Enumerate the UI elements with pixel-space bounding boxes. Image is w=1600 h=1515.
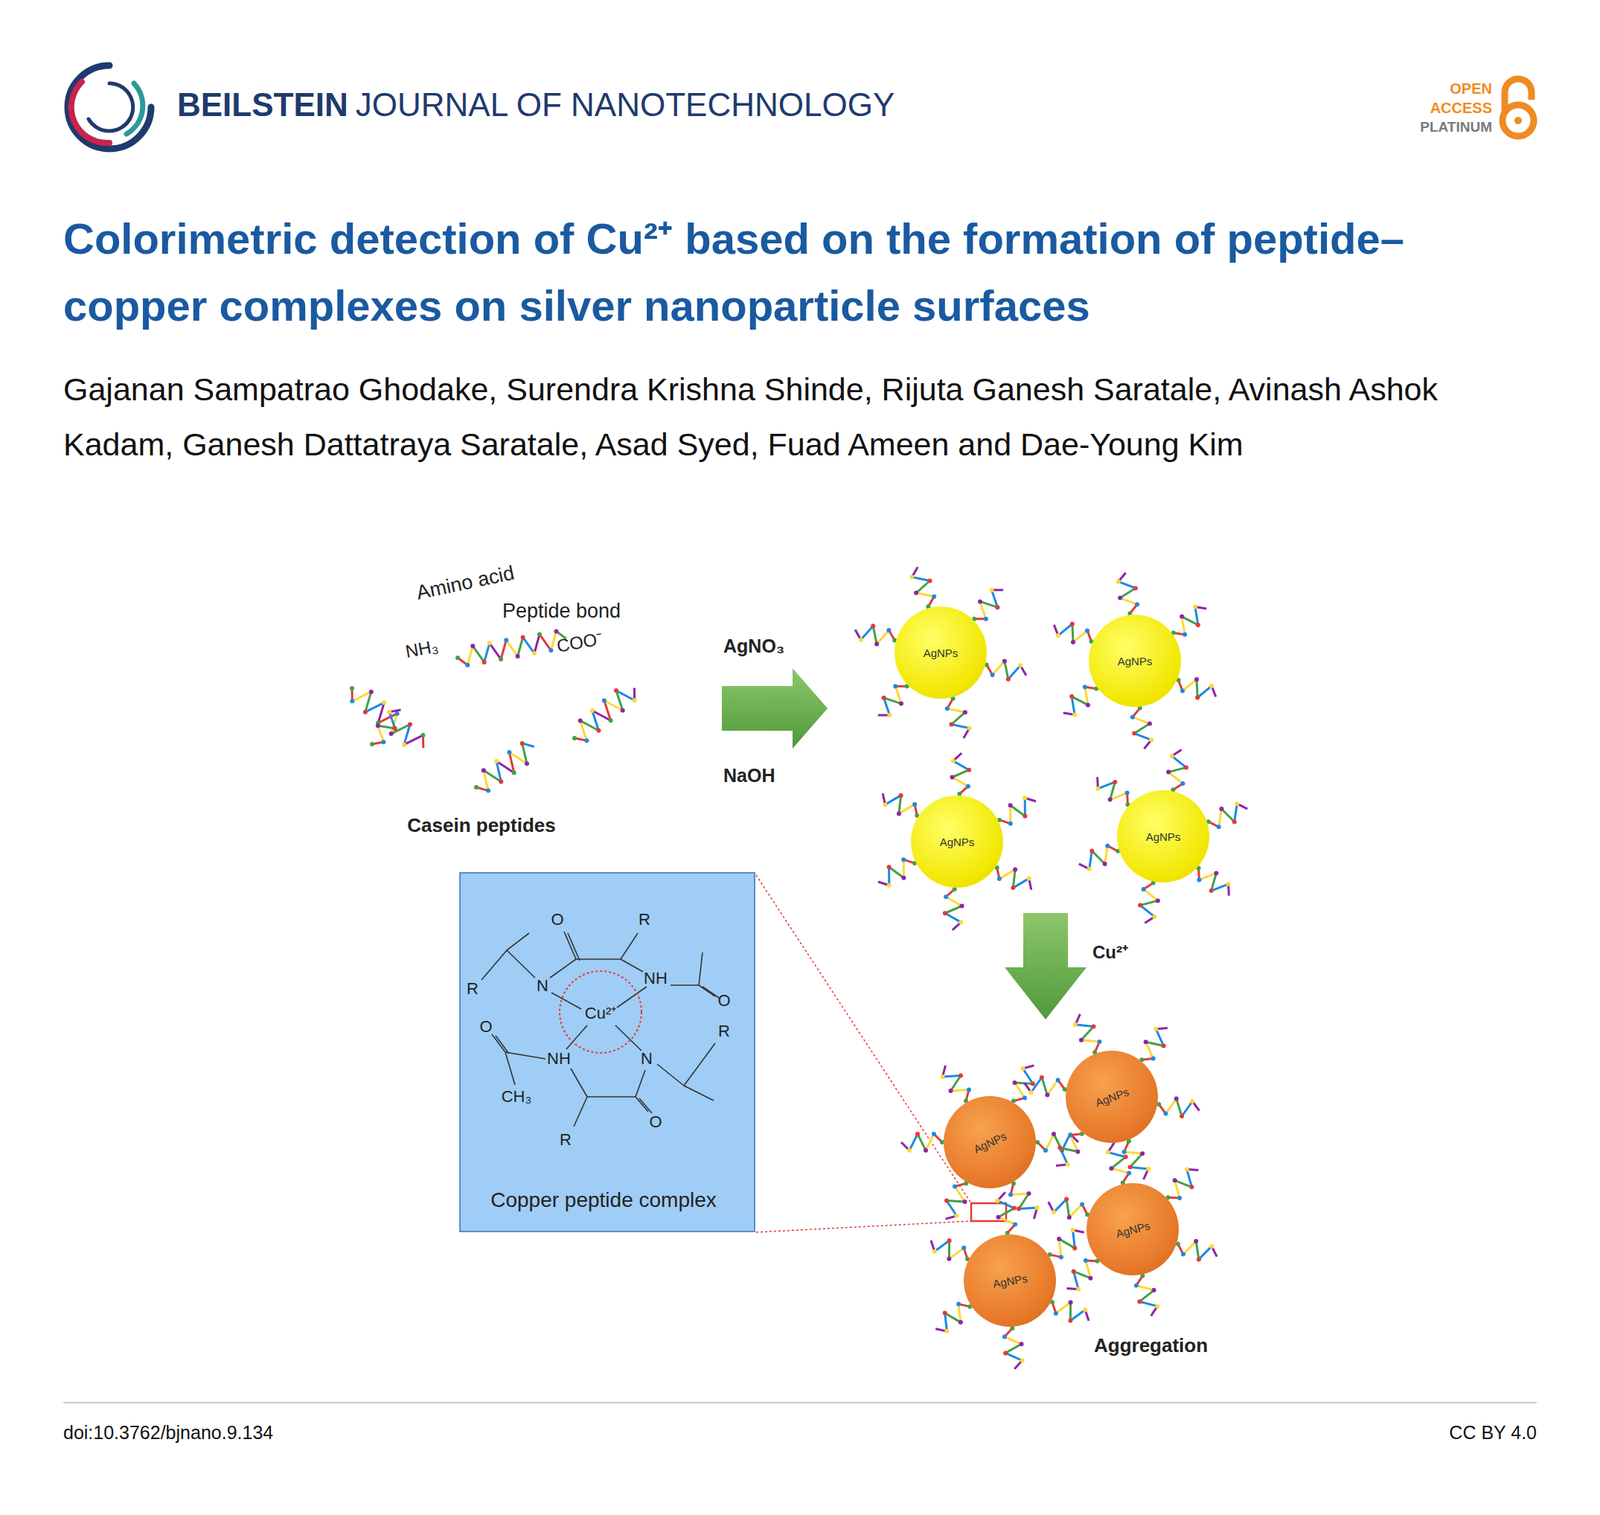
- detail-box: Copper peptide complexORRNNHOCu²⁺ORNHNCH…: [459, 872, 756, 1233]
- nanoparticle-circle: AgNPs: [1065, 1050, 1158, 1144]
- chem-atom: R: [559, 1130, 572, 1150]
- chem-atom: R: [466, 979, 479, 999]
- label: Aggregation: [1093, 1334, 1208, 1358]
- nanoparticle-circle: AgNPs: [1086, 1183, 1179, 1276]
- node-label: AgNPs: [1117, 654, 1153, 668]
- footer-rule: [63, 1402, 1537, 1404]
- nanoparticle-circle: AgNPs: [963, 1234, 1056, 1327]
- label: Casein peptides: [407, 814, 556, 838]
- nanoparticle-circle: AgNPs: [943, 1096, 1036, 1189]
- zoom-leader: [756, 875, 972, 1233]
- label: Gajanan Sampatrao Ghodake, Surendra Kris…: [63, 361, 1545, 472]
- label: NaOH: [723, 765, 775, 787]
- nanoparticle-circle: AgNPs: [894, 606, 987, 699]
- chem-atom: N: [640, 1049, 653, 1069]
- label: CC BY 4.0: [1448, 1422, 1537, 1444]
- title: Colorimetric detection of Cu²⁺ based on …: [63, 205, 1545, 340]
- node-label: AgNPs: [939, 835, 975, 849]
- process-arrow: [721, 668, 828, 749]
- node-label: AgNPs: [923, 646, 959, 660]
- label: AgNO₃: [723, 635, 785, 658]
- nanoparticle-circle: AgNPs: [1088, 614, 1182, 707]
- chemical-structure: [460, 873, 757, 1234]
- node-label: AgNPs: [992, 1271, 1029, 1291]
- journal-logo: [67, 65, 152, 149]
- label: BEILSTEIN: [177, 86, 349, 124]
- label: Amino acid: [414, 561, 517, 606]
- label: doi:10.3762/bjnano.9.134: [63, 1422, 274, 1444]
- nanoparticle-circle: AgNPs: [1117, 790, 1210, 883]
- chem-atom: O: [648, 1112, 662, 1132]
- peptide-strands: [349, 567, 1248, 1370]
- chem-atom: N: [536, 976, 549, 996]
- label: ACCESS: [1430, 99, 1493, 117]
- label: NH₃: [404, 635, 441, 662]
- chem-atom: Cu²⁺: [584, 1000, 617, 1024]
- chem-atom: NH: [546, 1049, 571, 1069]
- node-label: AgNPs: [1093, 1085, 1131, 1109]
- open-access-lock: [1502, 78, 1534, 137]
- label: PLATINUM: [1419, 119, 1493, 136]
- box-title: Copper peptide complex: [490, 1188, 717, 1213]
- node-label: AgNPs: [971, 1128, 1008, 1155]
- chem-atom: CH₃: [501, 1087, 533, 1107]
- label: Peptide bond: [502, 599, 621, 623]
- process-arrow: [1004, 913, 1087, 1020]
- node-label: AgNPs: [1146, 830, 1182, 844]
- label: OPEN: [1449, 80, 1493, 98]
- label: COO⁻: [554, 625, 605, 658]
- label: JOURNAL OF NANOTECHNOLOGY: [355, 86, 895, 124]
- nanoparticle-circle: AgNPs: [910, 795, 1004, 888]
- chem-atom: O: [717, 991, 731, 1011]
- chem-atom: R: [718, 1021, 731, 1042]
- chem-atom: O: [479, 1017, 492, 1037]
- node-label: AgNPs: [1114, 1218, 1151, 1241]
- chem-atom: R: [638, 910, 651, 930]
- chem-atom: O: [550, 910, 564, 930]
- label: Cu²⁺: [1092, 939, 1129, 964]
- chem-atom: NH: [643, 968, 668, 989]
